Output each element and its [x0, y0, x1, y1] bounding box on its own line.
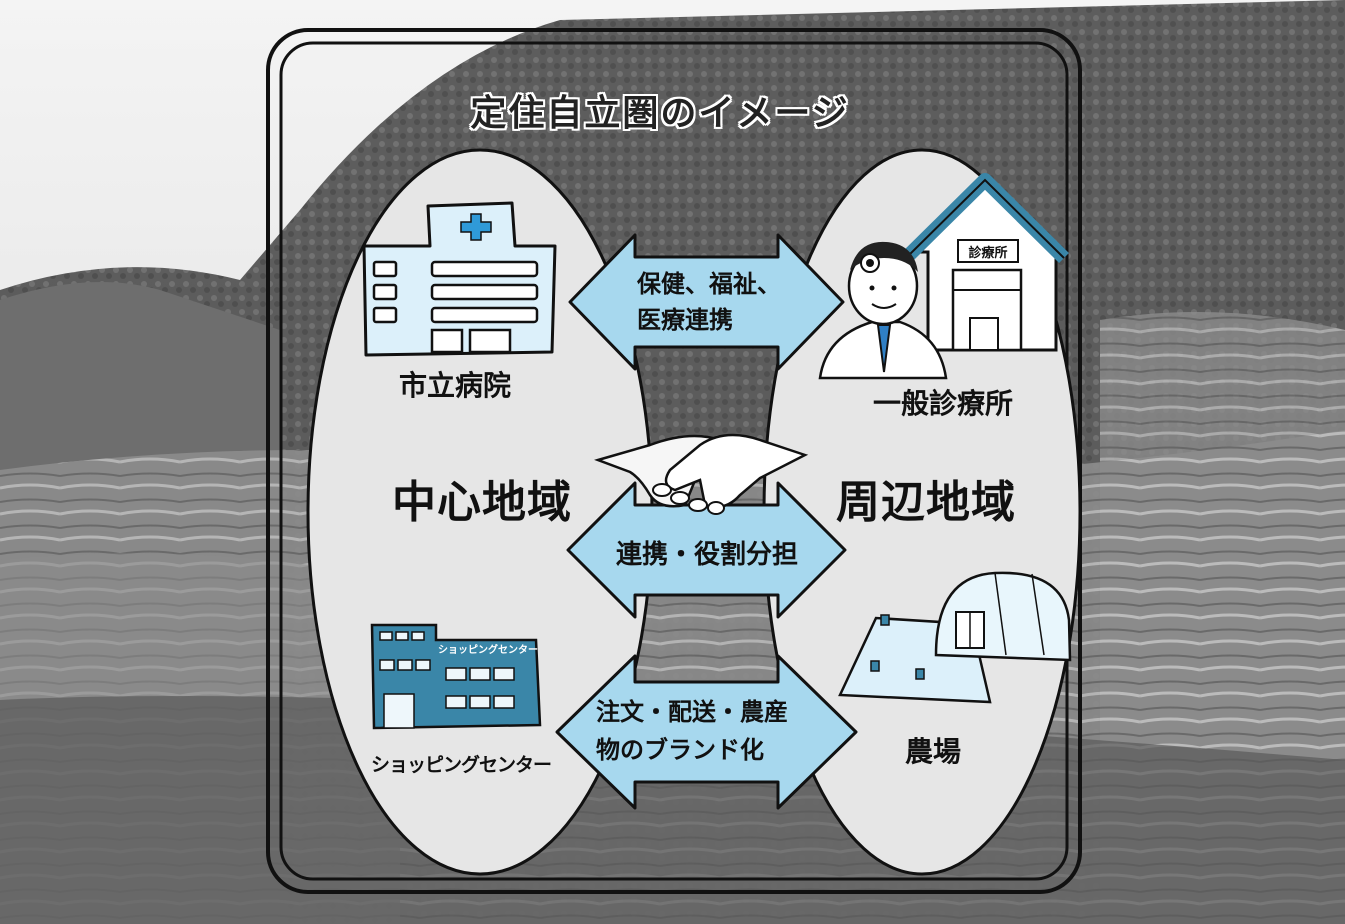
hospital-label: 市立病院 [398, 369, 511, 402]
bottom-link-label-line1: 注文・配送・農産 [596, 698, 788, 726]
farm-icon [838, 571, 1072, 704]
diagram-title: 定住自立圏のイメージ [470, 93, 850, 134]
shopping-center-sign: ショッピングセンター [438, 645, 538, 656]
middle-link-arrow [566, 481, 847, 619]
clinic-label: 一般診療所 [872, 387, 1013, 420]
doctor-icon [818, 241, 948, 380]
top-link-label-line2: 医療連携 [637, 306, 733, 334]
bottom-link-label-line2: 物のブランド化 [596, 736, 764, 764]
clinic-sign: 診療所 [968, 246, 1008, 261]
shopping-center-label: ショッピングセンター [370, 754, 552, 776]
shopping-center-icon [370, 623, 542, 730]
hospital-icon [362, 201, 557, 357]
bottom-link-arrow [555, 654, 858, 810]
handshake-icon [594, 433, 809, 515]
surrounding-region-label: 周辺地域 [836, 477, 1016, 528]
top-link-arrow [568, 233, 845, 371]
clinic-building-icon [901, 173, 1069, 352]
farm-label: 農場 [904, 735, 961, 768]
middle-link-label: 連携・役割分担 [615, 540, 798, 570]
top-link-label-line1: 保健、福祉、 [637, 270, 781, 298]
central-region-label: 中心地域 [392, 477, 572, 528]
